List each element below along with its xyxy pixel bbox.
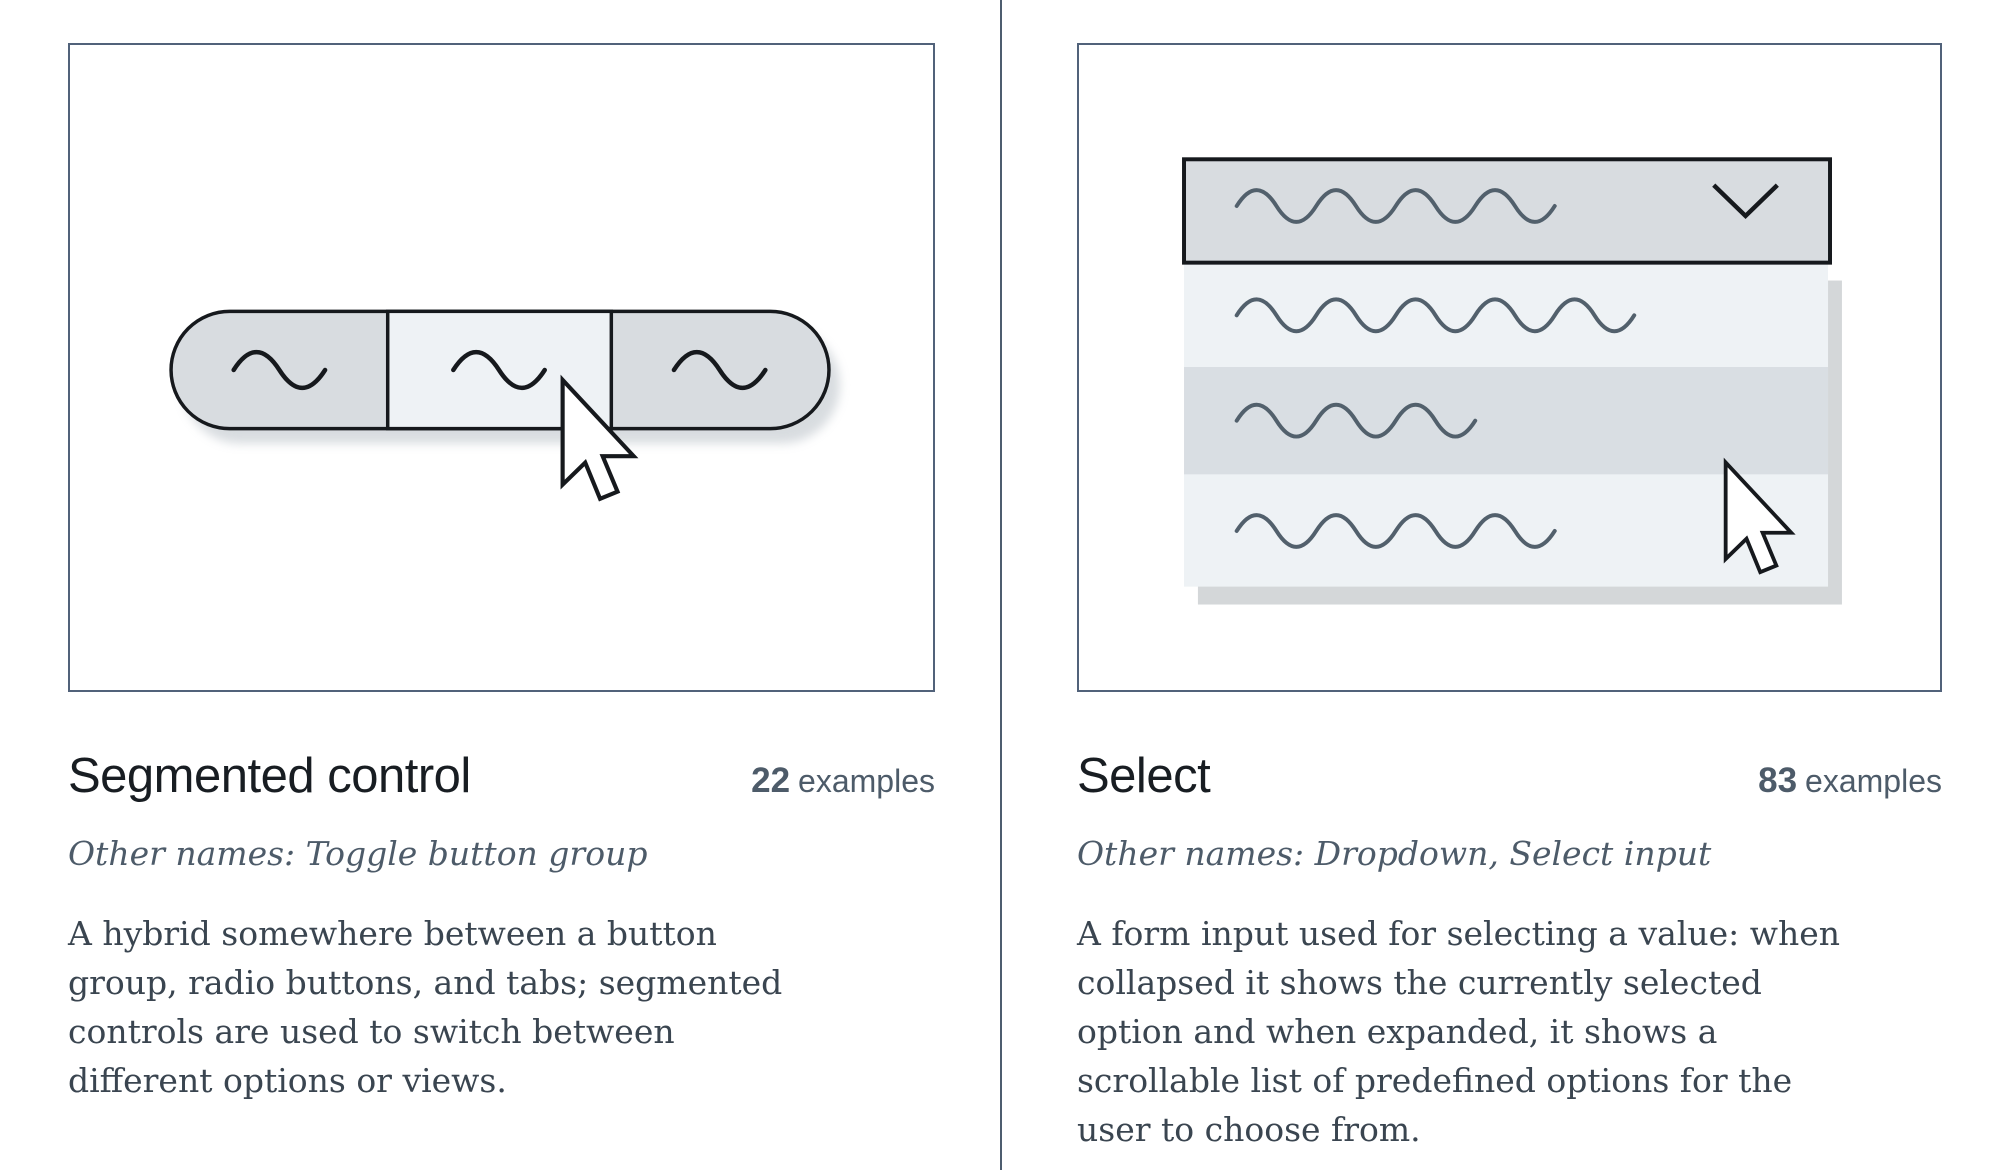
- wave-icon: [1234, 513, 1557, 549]
- examples-count: 22: [751, 761, 791, 800]
- segmented-control-illustration: [169, 309, 840, 502]
- cursor-icon: [560, 374, 639, 502]
- wave-icon: [231, 350, 328, 390]
- wave-icon: [1234, 297, 1637, 334]
- highlighted-option: [1184, 367, 1829, 475]
- illustration-frame: [1077, 43, 1942, 692]
- chevron-down-icon: [1712, 183, 1779, 220]
- card-title[interactable]: Select: [1077, 749, 1211, 803]
- examples-label: examples: [798, 763, 935, 799]
- select-header: [1182, 157, 1832, 265]
- card-title[interactable]: Segmented control: [68, 749, 471, 803]
- other-names: Other names: Dropdown, Select input: [1077, 834, 1712, 873]
- examples-label: examples: [1805, 763, 1942, 799]
- wave-icon: [1234, 188, 1557, 224]
- wave-icon: [1234, 402, 1478, 439]
- examples-count: 83: [1758, 761, 1798, 800]
- cursor-icon: [1723, 457, 1796, 575]
- select-illustration: [1182, 157, 1842, 605]
- card-description: A hybrid somewhere between a button grou…: [68, 914, 783, 1100]
- wave-icon: [451, 350, 547, 390]
- other-names: Other names: Toggle button group: [68, 834, 648, 873]
- card-description: A form input used for selecting a value:…: [1077, 914, 1840, 1149]
- wave-icon: [671, 350, 768, 390]
- illustration-frame: [68, 43, 935, 692]
